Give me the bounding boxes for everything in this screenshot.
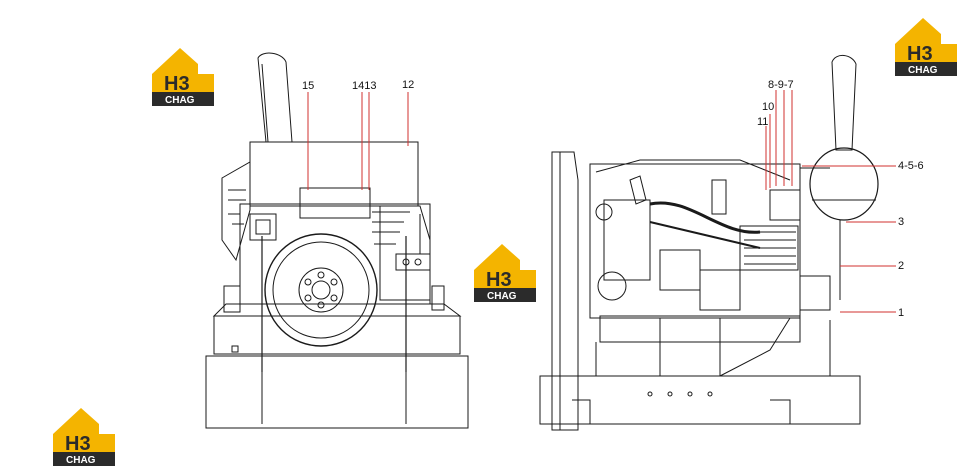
callout-2: 2	[898, 260, 904, 272]
callout-11: 11	[757, 116, 768, 128]
callout-1: 1	[898, 307, 904, 319]
callout-3: 3	[898, 216, 904, 228]
watermark-big-text: H3	[164, 73, 190, 95]
watermark-logo-top-left: H3 CHAG	[152, 48, 214, 106]
watermark-small-text: CHAG	[908, 65, 938, 76]
callout-4-5-6: 4-5-6	[898, 160, 924, 172]
watermark-small-text: CHAG	[165, 95, 195, 106]
callout-14-13: 1413	[352, 80, 376, 92]
callout-15: 15	[302, 80, 314, 92]
watermark-big-text: H3	[65, 433, 91, 455]
engine-rear-view	[205, 52, 469, 429]
watermark-big-text: H3	[486, 269, 512, 291]
watermark-big-text: H3	[907, 43, 933, 65]
watermark-logo-top-right: H3 CHAG	[895, 18, 957, 76]
watermark-small-text: CHAG	[487, 291, 517, 302]
callout-8-9-7: 8-9-7	[768, 79, 794, 91]
leader-lines-left	[307, 92, 409, 190]
watermark-small-text: CHAG	[66, 455, 96, 466]
engine-side-view	[539, 55, 879, 431]
watermark-logo-bottom-left: H3 CHAG	[53, 408, 115, 466]
watermark-logo-center: H3 CHAG	[474, 244, 536, 302]
callout-12: 12	[402, 79, 414, 91]
leader-lines-right	[765, 90, 896, 313]
callout-10: 10	[762, 101, 774, 113]
